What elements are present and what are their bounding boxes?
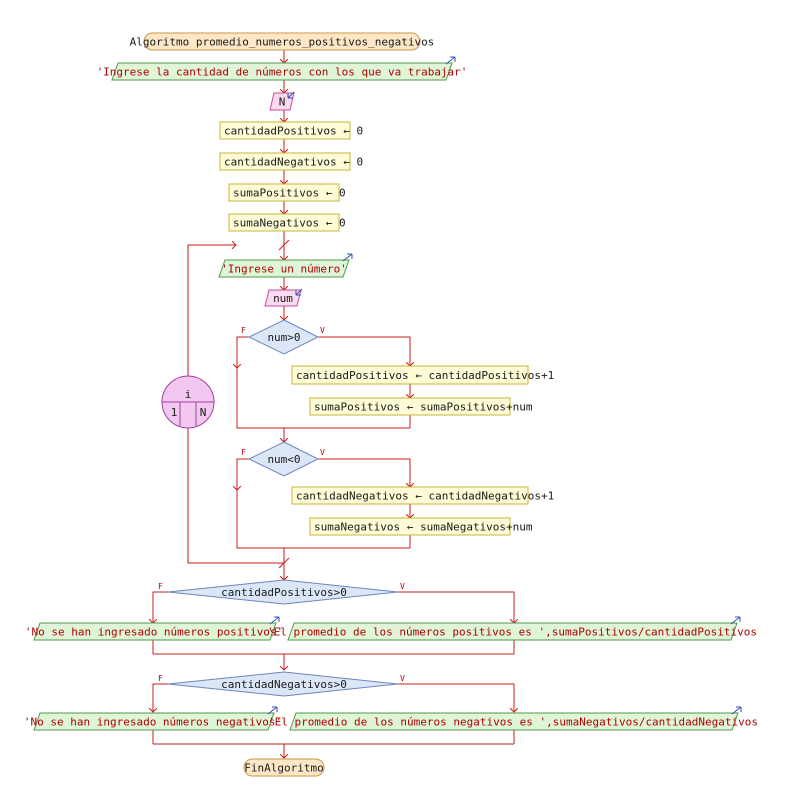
output-arrow-icon [269, 616, 280, 625]
branch-false-label: F [158, 674, 163, 683]
positive-step-0-label: cantidadPositivos ← cantidadPositivos+1 [296, 369, 554, 382]
input-arrow-icon [295, 288, 303, 296]
process-add-suma-positivos[interactable]: sumaPositivos ← sumaPositivos+num [309, 397, 533, 416]
output-no-negative[interactable]: 'No se han ingresado números negativos' [24, 706, 282, 731]
end-terminal[interactable]: FinAlgoritmo [243, 758, 325, 777]
cond-count-positive-label: cantidadPositivos>0 [221, 586, 347, 599]
branch-false-label: F [158, 582, 163, 591]
output-arrow-icon [731, 706, 742, 715]
for-loop-node[interactable]: i 1 N [161, 375, 215, 429]
output-prompt-number[interactable]: 'Ingrese un número' [218, 253, 353, 278]
input-arrow-icon [287, 91, 295, 99]
output-avg-negative[interactable]: 'El promedio de los números negativos es… [268, 706, 758, 731]
start-label: Algoritmo promedio_numeros_positivos_neg… [130, 36, 435, 49]
avg-positive-label: 'El promedio de los números positivos es… [267, 626, 757, 639]
process-init-suma-negativos[interactable]: sumaNegativos ← 0 [228, 213, 346, 232]
branch-false-label: F [241, 448, 246, 457]
process-init-cantidad-positivos[interactable]: cantidadPositivos ← 0 [219, 121, 363, 140]
output-arrow-icon [342, 253, 353, 262]
process-add-suma-negativos[interactable]: sumaNegativos ← sumaNegativos+num [309, 517, 533, 536]
no-negative-label: 'No se han ingresado números negativos' [24, 716, 282, 729]
decision-count-positive[interactable]: cantidadPositivos>0 F V [158, 579, 405, 605]
branch-true-label: V [320, 448, 325, 457]
avg-negative-label: 'El promedio de los números negativos es… [268, 716, 758, 729]
decision-count-negative[interactable]: cantidadNegativos>0 F V [158, 671, 405, 697]
init-1-label: cantidadNegativos ← 0 [224, 156, 363, 169]
prompt-count-label: 'Ingrese la cantidad de números con los … [97, 66, 468, 79]
process-inc-cantidad-positivos[interactable]: cantidadPositivos ← cantidadPositivos+1 [291, 365, 554, 385]
output-arrow-icon [445, 56, 456, 65]
decision-num-positive[interactable]: num>0 F V [241, 319, 325, 355]
init-3-label: sumaNegativos ← 0 [233, 217, 346, 230]
output-arrow-icon [730, 616, 741, 625]
decision-num-negative[interactable]: num<0 F V [241, 441, 325, 477]
branch-true-label: V [320, 326, 325, 335]
loop-from-label: 1 [171, 406, 178, 419]
negative-step-0-label: cantidadNegativos ← cantidadNegativos+1 [296, 490, 554, 503]
input-n[interactable]: N [269, 91, 295, 111]
cond-count-negative-label: cantidadNegativos>0 [221, 678, 347, 691]
positive-step-1-label: sumaPositivos ← sumaPositivos+num [314, 401, 533, 414]
process-inc-cantidad-negativos[interactable]: cantidadNegativos ← cantidadNegativos+1 [291, 486, 554, 505]
branch-true-label: V [400, 674, 405, 683]
prompt-number-label: 'Ingrese un número' [221, 263, 347, 276]
input-num[interactable]: num [264, 288, 303, 307]
output-arrow-icon [267, 706, 278, 715]
cond-negative-label: num<0 [267, 453, 300, 466]
end-label: FinAlgoritmo [244, 762, 323, 775]
cond-positive-label: num>0 [267, 331, 300, 344]
no-positive-label: 'No se han ingresado números positivos' [25, 626, 283, 639]
start-terminal[interactable]: Algoritmo promedio_numeros_positivos_neg… [130, 32, 435, 51]
process-init-suma-positivos[interactable]: sumaPositivos ← 0 [228, 183, 346, 202]
init-0-label: cantidadPositivos ← 0 [224, 125, 363, 138]
branch-true-label: V [400, 582, 405, 591]
branch-false-label: F [241, 326, 246, 335]
loop-to-label: N [200, 406, 207, 419]
output-no-positive[interactable]: 'No se han ingresado números positivos' [25, 616, 283, 641]
output-prompt-count[interactable]: 'Ingrese la cantidad de números con los … [97, 56, 468, 81]
input-num-label: num [273, 292, 293, 305]
negative-step-1-label: sumaNegativos ← sumaNegativos+num [314, 521, 533, 534]
process-init-cantidad-negativos[interactable]: cantidadNegativos ← 0 [219, 152, 363, 171]
output-avg-positive[interactable]: 'El promedio de los números positivos es… [267, 616, 757, 641]
connectors [153, 50, 514, 758]
input-n-label: N [279, 96, 286, 109]
loop-var-label: i [185, 388, 192, 401]
init-2-label: sumaPositivos ← 0 [233, 187, 346, 200]
